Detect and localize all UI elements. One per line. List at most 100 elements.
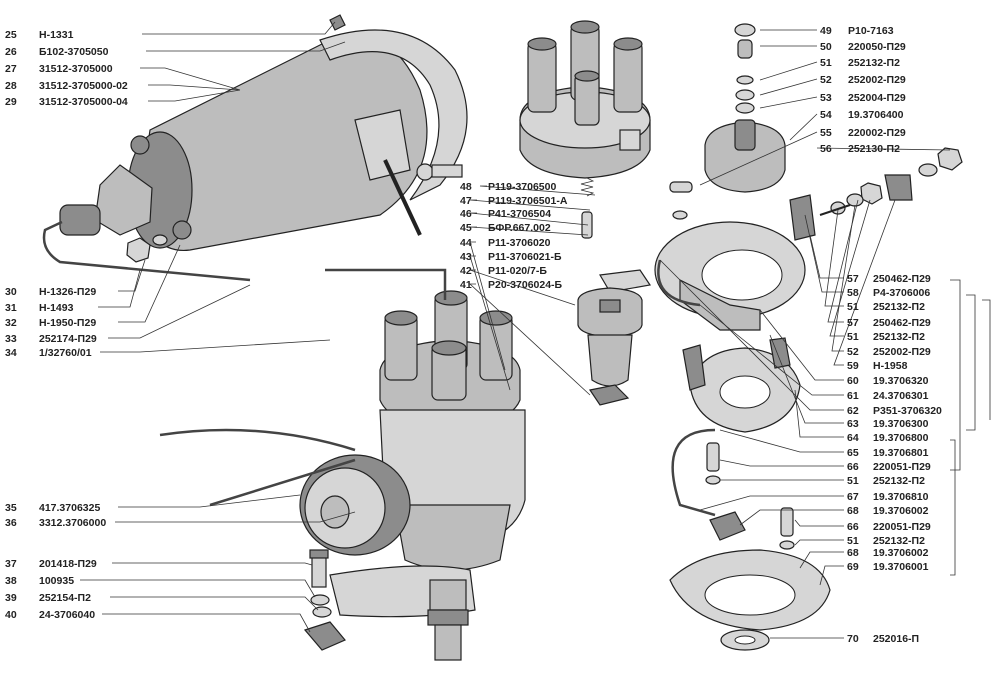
callout-num: 51 (847, 535, 859, 547)
callout-num: 56 (820, 143, 832, 155)
callout-num: 68 (847, 547, 859, 559)
callout-labels: 25 Н-1331 26 Б102-3705050 27 31512-37050… (5, 25, 942, 645)
callout-code: 31512-3705000 (39, 63, 113, 75)
callout-num: 39 (5, 592, 17, 604)
callout-code: 19.3706400 (848, 109, 904, 121)
callout-code: 252154-П2 (39, 592, 91, 604)
rotor (577, 269, 652, 406)
callout-num: 35 (5, 502, 17, 514)
callout-num: 45 (460, 222, 472, 234)
callout-num: 68 (847, 505, 859, 517)
callout-code: 220051-П29 (873, 461, 931, 473)
callout-code: 31512-3705000-02 (39, 80, 128, 92)
callout-code: Р10-7163 (848, 25, 894, 37)
callout-code: 252132-П2 (873, 331, 925, 343)
callout-num: 66 (847, 521, 859, 533)
callout-num: 44 (460, 237, 472, 249)
callout-num: 53 (820, 92, 832, 104)
callout-num: 42 (460, 265, 472, 277)
callout-code: Р119-3706501-А (488, 195, 568, 207)
callout-code: Р119-3706500 (488, 181, 556, 193)
callout-code: 252016-П (873, 633, 919, 645)
callout-num: 57 (847, 273, 859, 285)
callout-num: 55 (820, 127, 832, 139)
leader-lines (80, 21, 991, 639)
callout-code: 220050-П29 (848, 41, 906, 53)
callout-code: 19.3706002 (873, 505, 929, 517)
callout-code: 252174-П29 (39, 333, 97, 345)
callout-code: 19.3706300 (873, 418, 929, 430)
callout-code: Н-1331 (39, 29, 74, 41)
callout-code: 250462-П29 (873, 317, 931, 329)
callout-num: 64 (847, 432, 859, 444)
callout-code: 220002-П29 (848, 127, 906, 139)
callout-num: 66 (847, 461, 859, 473)
callout-num: 54 (820, 109, 832, 121)
callout-num: 51 (847, 475, 859, 487)
callout-code: 252132-П2 (873, 535, 925, 547)
callout-code: 250462-П29 (873, 273, 931, 285)
callout-code: 252130-П2 (848, 143, 900, 155)
callout-num: 41 (460, 279, 472, 291)
callout-num: 50 (820, 41, 832, 53)
callout-num: 31 (5, 302, 17, 314)
callout-num: 63 (847, 418, 859, 430)
callout-num: 43 (460, 251, 472, 263)
callout-num: 52 (820, 74, 832, 86)
breaker-assembly (654, 23, 963, 651)
callout-code: 19.3706001 (873, 561, 929, 573)
callout-code: Р351-3706320 (873, 405, 942, 417)
callout-num: 51 (847, 331, 859, 343)
callout-code: БФР.667.002 (488, 222, 551, 234)
callout-num: 46 (460, 208, 472, 220)
callout-code: Н-1958 (873, 360, 908, 372)
callout-code: Р11-020/7-Б (488, 265, 547, 277)
callout-code: Н-1493 (39, 302, 74, 314)
callout-num: 58 (847, 287, 859, 299)
callout-code: 19.3706002 (873, 547, 929, 559)
callout-num: 28 (5, 80, 17, 92)
callout-code: 252132-П2 (873, 301, 925, 313)
callout-code: Р20-3706024-Б (488, 279, 563, 291)
callout-num: 60 (847, 375, 859, 387)
callout-code: 252002-П29 (848, 74, 906, 86)
callout-code: 3312.3706000 (39, 517, 106, 529)
callout-num: 47 (460, 195, 472, 207)
callout-code: 1/32760/01 (39, 347, 92, 359)
callout-num: 67 (847, 491, 859, 503)
callout-num: 26 (5, 46, 17, 58)
callout-num: 51 (820, 57, 832, 69)
callout-num: 51 (847, 301, 859, 313)
callout-num: 33 (5, 333, 17, 345)
callout-num: 38 (5, 575, 17, 587)
callout-num: 37 (5, 558, 17, 570)
callout-num: 32 (5, 317, 17, 329)
callout-code: 31512-3705000-04 (39, 96, 128, 108)
callout-code: 417.3706325 (39, 502, 100, 514)
callout-num: 49 (820, 25, 832, 37)
callout-code: Н-1950-П29 (39, 317, 96, 329)
callout-num: 40 (5, 609, 17, 621)
callout-num: 70 (847, 633, 859, 645)
callout-code: 252132-П2 (848, 57, 900, 69)
callout-code: 220051-П29 (873, 521, 931, 533)
callout-code: 252004-П29 (848, 92, 906, 104)
callout-code: 100935 (39, 575, 74, 587)
ignition-coil (42, 14, 468, 282)
callout-code: Р11-3706020 (488, 237, 551, 249)
callout-num: 30 (5, 286, 17, 298)
callout-code: Р11-3706021-Б (488, 251, 562, 263)
callout-code: Б102-3705050 (39, 46, 109, 58)
distributor-cap (519, 20, 651, 239)
callout-code: Р41-3706504 (488, 208, 551, 220)
callout-code: 252002-П29 (873, 346, 931, 358)
callout-num: 48 (460, 181, 472, 193)
callout-num: 27 (5, 63, 17, 75)
callout-num: 52 (847, 346, 859, 358)
callout-num: 59 (847, 360, 859, 372)
callout-num: 29 (5, 96, 17, 108)
callout-code: 24.3706301 (873, 390, 929, 402)
callout-num: 57 (847, 317, 859, 329)
callout-num: 69 (847, 561, 859, 573)
